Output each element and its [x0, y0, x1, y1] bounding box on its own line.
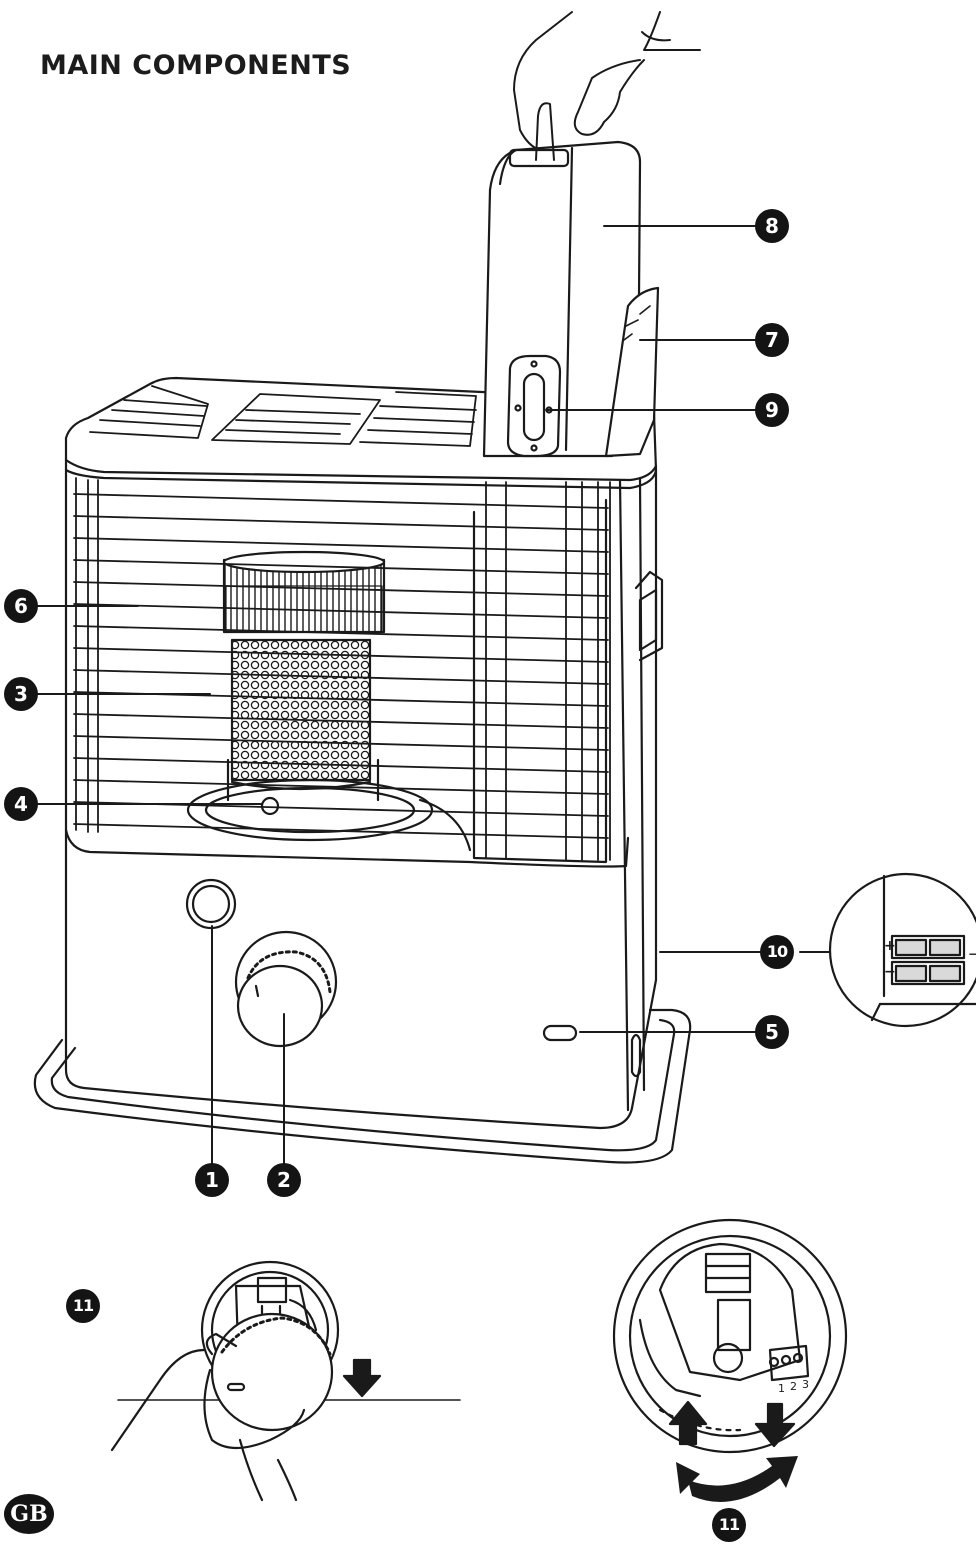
- fuel-gauge: [542, 1024, 578, 1042]
- battery-plus-sign: +: [884, 938, 896, 954]
- callout-10: 10: [760, 935, 794, 969]
- wick-dial: [234, 930, 338, 1048]
- dial-detail-view: [612, 1218, 848, 1502]
- callout-4: 4: [4, 787, 38, 821]
- fuel-tank-rear: [472, 498, 608, 864]
- callout-8: 8: [755, 209, 789, 243]
- callout-11-left: 11: [66, 1289, 100, 1323]
- battery-inset: [828, 872, 976, 1028]
- callout-1: 1: [195, 1163, 229, 1197]
- cartridge-tank: [482, 140, 642, 458]
- callout-6: 6: [4, 589, 38, 623]
- battery-minus-sign: −: [884, 964, 896, 980]
- heater-body: [64, 468, 664, 1130]
- callout-2: 2: [267, 1163, 301, 1197]
- callout-11-right: 11: [712, 1508, 746, 1542]
- igniter-button: [185, 878, 237, 930]
- front-guard: [73, 477, 611, 861]
- dial-scale-1: 1: [778, 1382, 785, 1395]
- callout-3: 3: [4, 677, 38, 711]
- burner-assembly: [186, 550, 472, 852]
- leader-lines: [35, 225, 843, 1171]
- dial-scale-3: 3: [802, 1378, 809, 1391]
- language-badge: GB: [4, 1494, 54, 1534]
- battery-minus-sign-right: −: [968, 947, 976, 961]
- callout-7: 7: [755, 323, 789, 357]
- base-tray: [33, 1008, 692, 1164]
- callout-9: 9: [755, 393, 789, 427]
- hand-illustration: [513, 11, 701, 161]
- fuel-card: [604, 286, 660, 458]
- page-title: MAIN COMPONENTS: [40, 50, 352, 81]
- dial-removal-view: [110, 1260, 461, 1502]
- callout-5: 5: [755, 1015, 789, 1049]
- dial-scale-2: 2: [790, 1380, 797, 1393]
